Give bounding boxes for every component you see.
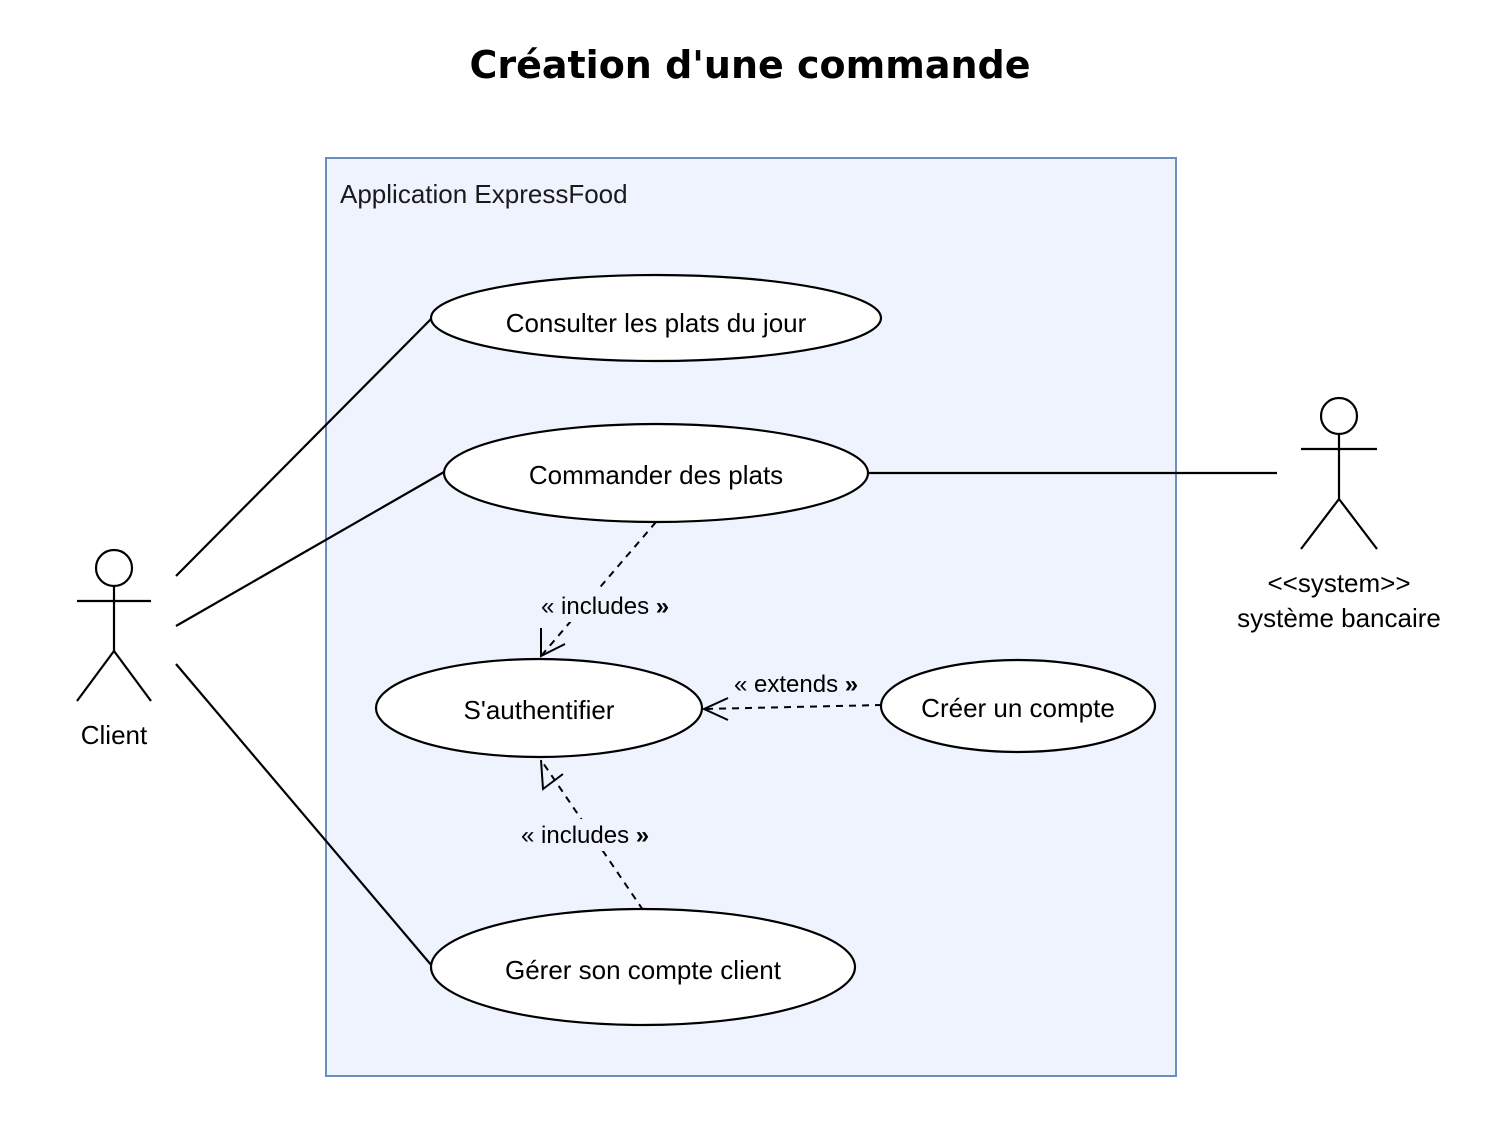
- actor-client[interactable]: [76, 548, 152, 702]
- diagram-title: Création d'une commande: [469, 43, 1030, 87]
- assoc-client-commander: [175, 471, 445, 627]
- include-label-1-bg: [538, 590, 690, 622]
- use-case-creer-compte-label: Créer un compte: [921, 693, 1115, 723]
- actor-client-head: [94, 548, 134, 588]
- use-case-authentifier-label: S'authentifier: [464, 695, 615, 725]
- actor-client-label: Client: [81, 720, 148, 750]
- actor-banque-right-leg: [1338, 498, 1378, 550]
- extend-creer-auth-arrowhead: [701, 697, 729, 721]
- include-gerer-auth-line: [540, 759, 644, 911]
- extend-label: « extends »: [734, 671, 858, 698]
- actor-banque-label: système bancaire: [1237, 603, 1441, 633]
- actor-banque-stereotype: <<system>>: [1267, 568, 1410, 598]
- include-commander-auth-arrowhead: [540, 628, 566, 658]
- include-label-2: « includes »: [521, 822, 649, 849]
- system-name: Application ExpressFood: [340, 179, 628, 209]
- use-case-creer-compte[interactable]: [879, 658, 1157, 754]
- assoc-client-consulter: [175, 317, 433, 577]
- include-commander-auth-line: [540, 521, 657, 657]
- actor-client-left-leg: [76, 650, 115, 702]
- use-case-commander[interactable]: [442, 422, 870, 524]
- use-case-authentifier[interactable]: [374, 657, 704, 759]
- use-case-consulter[interactable]: [429, 273, 883, 363]
- assoc-client-gerer: [175, 663, 433, 967]
- actor-banque-left-leg: [1300, 498, 1340, 550]
- use-case-consulter-label: Consulter les plats du jour: [506, 308, 807, 338]
- use-case-gerer-compte-label: Gérer son compte client: [505, 955, 782, 985]
- use-case-commander-label: Commander des plats: [529, 460, 783, 490]
- use-case-gerer-compte[interactable]: [429, 907, 857, 1027]
- extend-creer-auth-line: [703, 704, 883, 710]
- actor-client-right-leg: [113, 650, 152, 702]
- actor-systeme-bancaire[interactable]: [1300, 396, 1378, 550]
- extend-label-bg: [731, 668, 877, 700]
- actor-banque-head: [1319, 396, 1359, 436]
- include-label-2-bg: [518, 819, 670, 851]
- include-gerer-auth-arrowhead: [540, 759, 564, 791]
- include-label-1: « includes »: [541, 593, 669, 620]
